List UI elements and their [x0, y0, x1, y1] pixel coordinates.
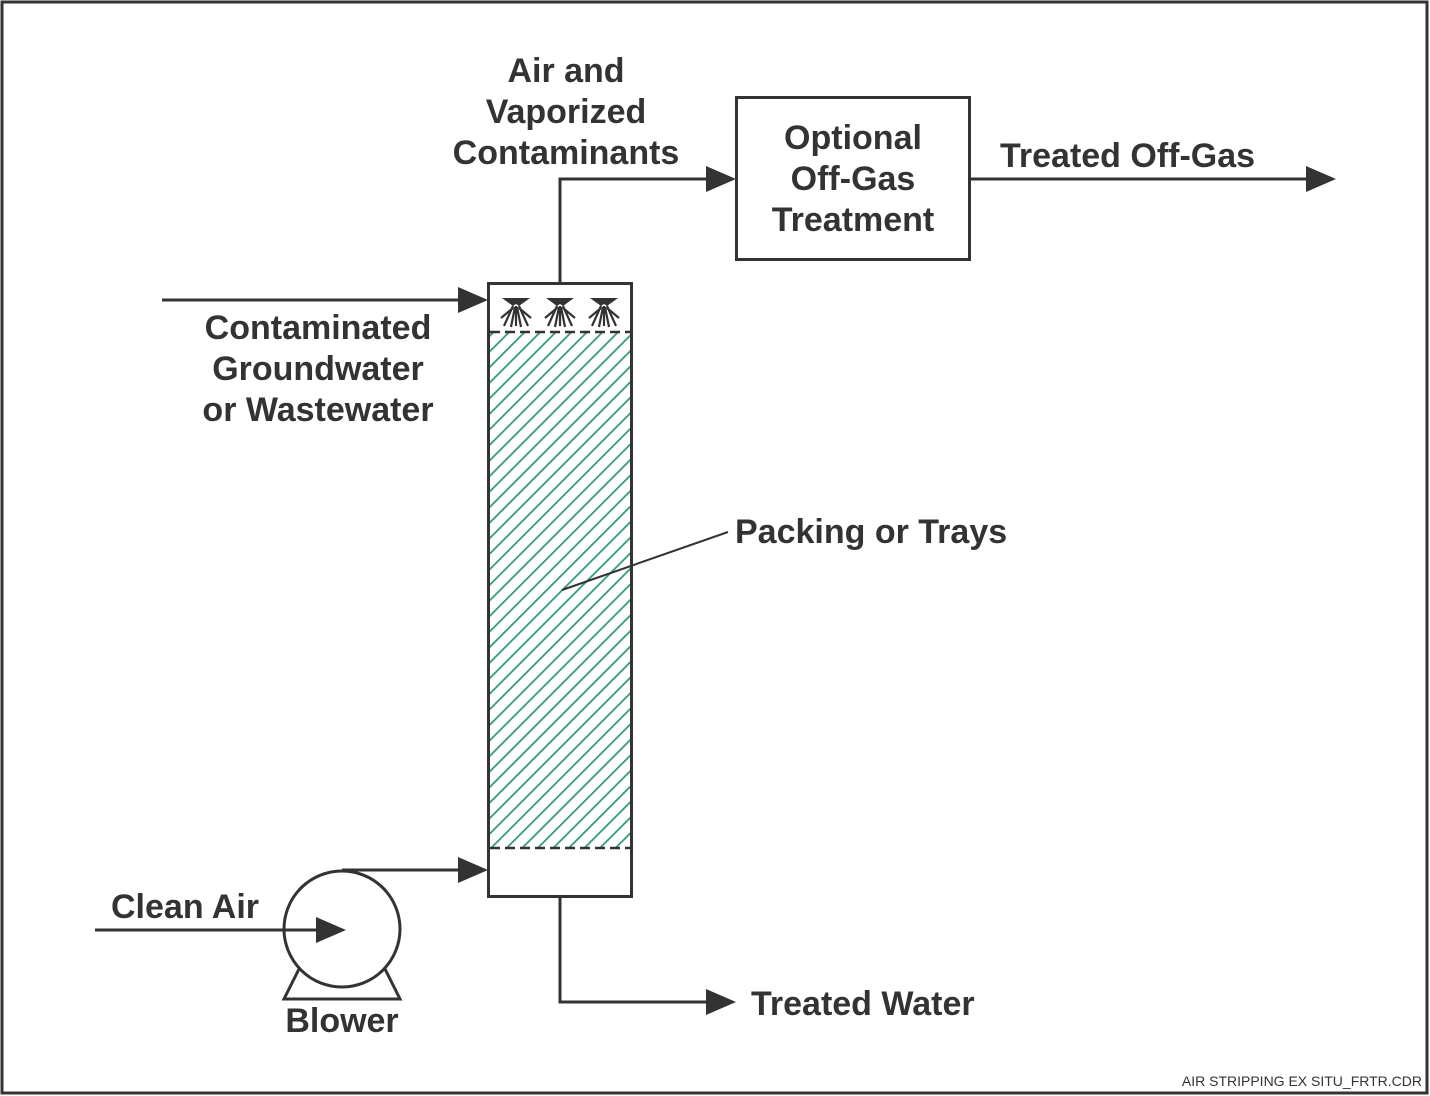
arrowhead-icon [458, 857, 488, 883]
spray-nozzle-icon [544, 298, 576, 328]
arrowhead-icon [458, 287, 488, 313]
treated-offgas-label: Treated Off-Gas [1000, 137, 1255, 175]
spray-nozzle-icon [500, 298, 532, 328]
spray-nozzle-icon [588, 298, 620, 328]
blower-icon [281, 869, 403, 1001]
offgas-box-label-line-3: Treatment [772, 201, 935, 239]
blower-label: Blower [285, 1002, 398, 1040]
offgas-box-label-line-2: Off-Gas [791, 160, 916, 198]
offgas-box-label-line-1: Optional [784, 119, 922, 157]
contaminated-label-line-1: Contaminated [205, 309, 432, 347]
offgas-pipe [558, 177, 708, 283]
arrowhead-icon [706, 166, 736, 192]
arrowhead-icon [1306, 166, 1336, 192]
arrowhead-icon [706, 989, 736, 1015]
packing-leader-line [561, 531, 729, 591]
contaminated-label-line-2: Groundwater [212, 350, 424, 388]
treated-water-label: Treated Water [751, 985, 975, 1023]
treated-water-pipe [558, 897, 708, 1004]
stripping-tower [487, 282, 633, 898]
air-vapor-label-line-3: Contaminants [453, 134, 680, 172]
file-name-label: AIR STRIPPING EX SITU_FRTR.CDR [1182, 1073, 1422, 1089]
packing-label: Packing or Trays [735, 513, 1007, 551]
tower-body [487, 282, 633, 898]
air-vapor-label-line-1: Air and [507, 52, 624, 90]
packing-section [490, 332, 630, 848]
air-vapor-label-line-2: Vaporized [486, 93, 647, 131]
arrowhead-icon [316, 917, 346, 943]
clean-air-label: Clean Air [111, 888, 259, 926]
contaminated-label-line-3: or Wastewater [202, 391, 433, 429]
offgas-treatment-box [735, 96, 971, 261]
